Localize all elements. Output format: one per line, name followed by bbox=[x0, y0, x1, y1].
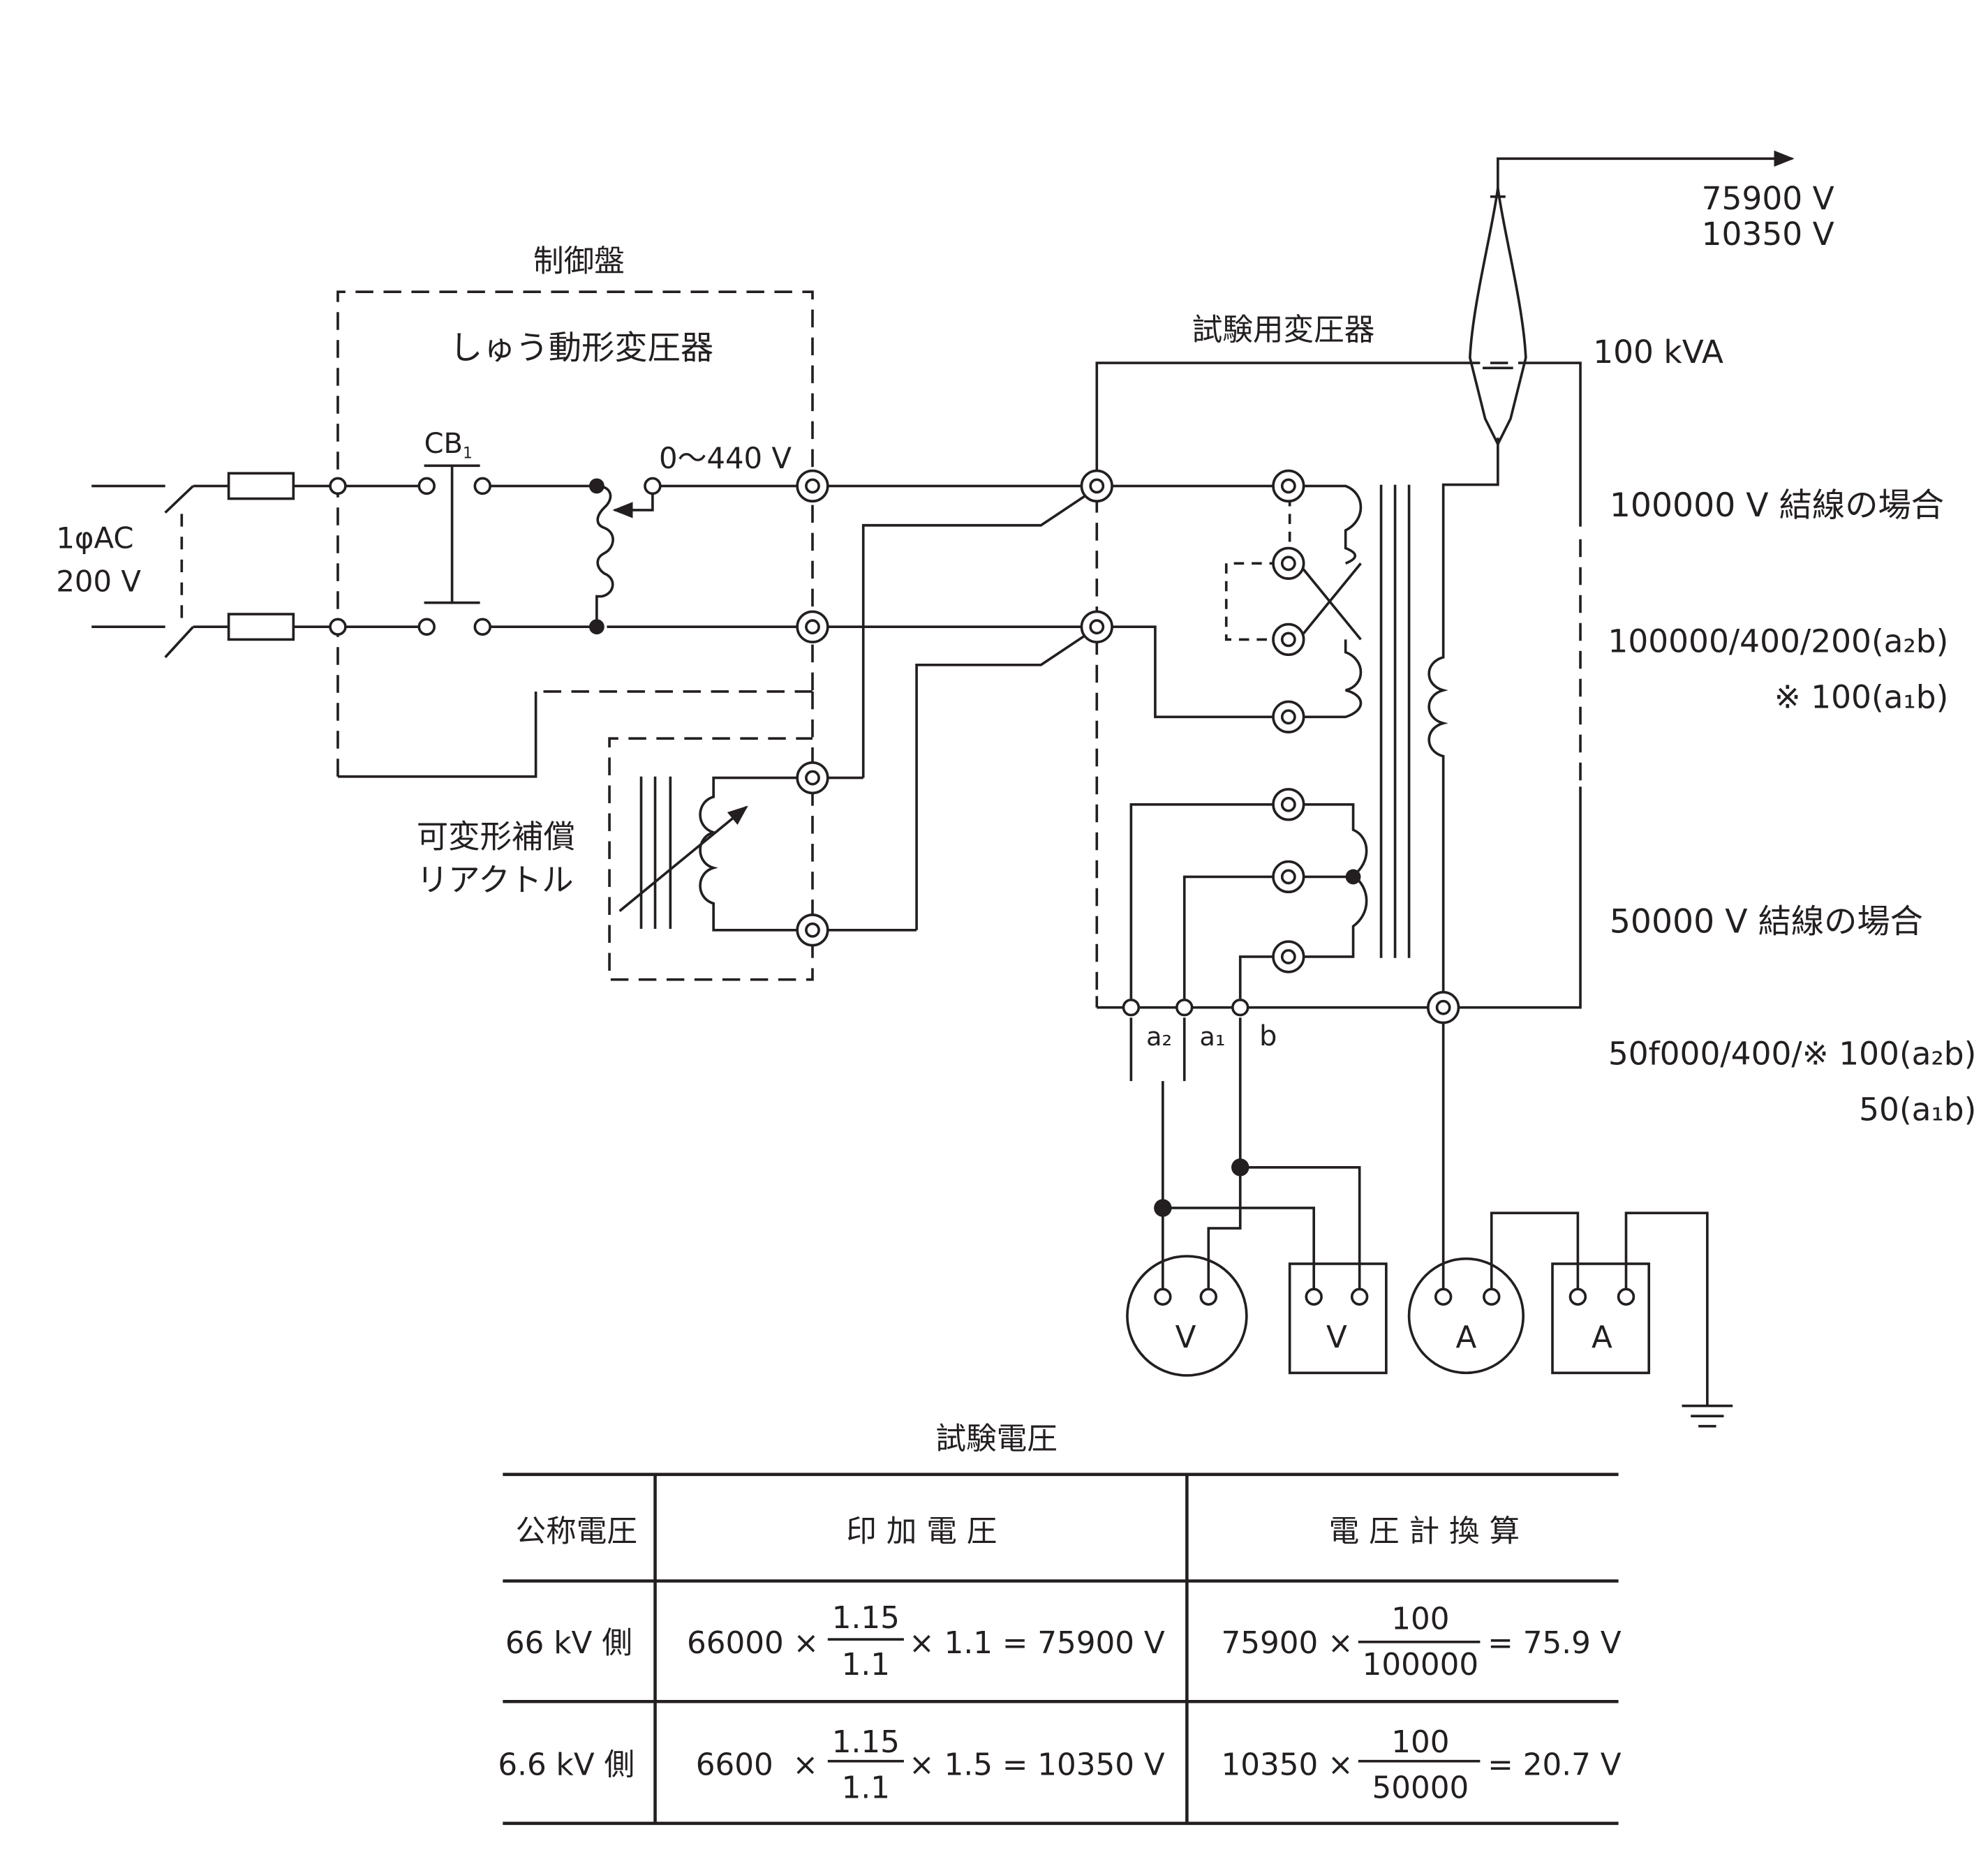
supply-label-2: 200 V bbox=[56, 564, 141, 598]
table-rules bbox=[503, 1472, 1619, 1826]
supply-switch bbox=[164, 485, 195, 659]
breaker-symbol bbox=[424, 464, 480, 604]
ratio-100k-2: ※ 100(a₁b) bbox=[1774, 679, 1949, 716]
table-header-applied: 印 加 電 圧 bbox=[846, 1514, 997, 1549]
row2-applied-den: 1.1 bbox=[842, 1770, 890, 1805]
junctions bbox=[588, 478, 1361, 1217]
ammeter-square bbox=[1551, 1262, 1651, 1375]
row2-meter-rest: = 20.7 V bbox=[1488, 1748, 1621, 1783]
fuse-bottom bbox=[227, 613, 295, 641]
output-voltage-2: 10350 V bbox=[1702, 216, 1834, 253]
connection-100k-label: 100000 V 結線の場合 bbox=[1610, 486, 1944, 525]
output-range-label: 0〜440 V bbox=[659, 441, 792, 475]
breaker-label: CB1 bbox=[424, 428, 473, 462]
primary-winding bbox=[1298, 639, 1363, 719]
regulator-label: しゅう動形変圧器 bbox=[450, 329, 713, 368]
row1-meter-rest: = 75.9 V bbox=[1488, 1626, 1621, 1661]
terminal-a1-label: a₁ bbox=[1200, 1022, 1226, 1052]
control-panel-label: 制御盤 bbox=[533, 244, 625, 279]
transformer-core bbox=[1379, 484, 1411, 958]
transformer-box bbox=[1095, 361, 1462, 485]
row1-meter-den: 100000 bbox=[1363, 1648, 1479, 1683]
voltmeter-square bbox=[1288, 1262, 1388, 1375]
row2-nominal: 6.6 kV 側 bbox=[498, 1748, 635, 1783]
hv-winding bbox=[1427, 438, 1499, 998]
supply-label-1: 1φAC bbox=[56, 521, 133, 555]
reactor-label-2: リアクトル bbox=[417, 861, 574, 898]
reactor-coil bbox=[699, 776, 803, 932]
row2-applied-num: 1.15 bbox=[832, 1725, 900, 1760]
hv-output-arrow bbox=[1497, 150, 1795, 188]
row2-applied-rest: × 1.5 = 10350 V bbox=[909, 1748, 1165, 1783]
row1-applied-base: 66000 × bbox=[687, 1626, 819, 1661]
ammeter-leads bbox=[1490, 1211, 1709, 1406]
terminal-b-label: b bbox=[1259, 1020, 1277, 1052]
ammeter-round bbox=[1407, 1257, 1525, 1375]
output-voltage-1: 75900 V bbox=[1702, 180, 1834, 217]
ratio-100k-1: 100000/400/200(a₂b) bbox=[1608, 623, 1948, 660]
reactor-core bbox=[639, 776, 672, 929]
reactor-leads bbox=[861, 493, 1088, 930]
voltmeter-round-label: V bbox=[1175, 1320, 1196, 1355]
ratio-50k-2: 50(a₁b) bbox=[1859, 1091, 1976, 1128]
table-header-meter: 電 圧 計 換 算 bbox=[1329, 1514, 1520, 1549]
row1-meter-num: 100 bbox=[1391, 1602, 1449, 1637]
ratio-50k-1: 50f000/400/※ 100(a₂b) bbox=[1608, 1036, 1976, 1073]
row1-applied-rest: × 1.1 = 75900 V bbox=[909, 1626, 1165, 1661]
bushing-terminals bbox=[796, 469, 1460, 1024]
row1-meter-base: 75900 × bbox=[1221, 1626, 1353, 1661]
ammeter-square-label: A bbox=[1592, 1320, 1612, 1355]
row1-nominal: 66 kV 側 bbox=[505, 1626, 632, 1661]
reactor-arrow bbox=[618, 805, 748, 912]
hv-bushing bbox=[1469, 187, 1527, 447]
wiring bbox=[91, 150, 1795, 1826]
regulator-coil bbox=[595, 484, 614, 627]
connection-50k-label: 50000 V 結線の場合 bbox=[1610, 902, 1923, 941]
voltmeter-round bbox=[1126, 1255, 1248, 1377]
ammeter-round-label: A bbox=[1455, 1320, 1476, 1355]
supply-lines bbox=[91, 484, 165, 629]
row1-applied-den: 1.1 bbox=[842, 1648, 890, 1683]
capacity-label: 100 kVA bbox=[1593, 334, 1723, 371]
table-title: 試験電圧 bbox=[935, 1422, 1058, 1456]
row2-meter-num: 100 bbox=[1391, 1725, 1449, 1760]
terminal-a2-label: a₂ bbox=[1146, 1022, 1172, 1052]
control-panel-bottom bbox=[337, 691, 537, 778]
table-header-nominal: 公称電圧 bbox=[516, 1514, 638, 1549]
row2-meter-base: 10350 × bbox=[1221, 1748, 1353, 1783]
voltmeter-square-label: V bbox=[1326, 1320, 1347, 1355]
test-transformer-label: 試験用変圧器 bbox=[1192, 313, 1375, 348]
row1-applied-num: 1.15 bbox=[832, 1601, 900, 1636]
row2-applied-base: 6600 × bbox=[696, 1748, 818, 1783]
row2-meter-den: 50000 bbox=[1372, 1770, 1469, 1805]
ground-symbol bbox=[1682, 1404, 1733, 1428]
regulator-slider bbox=[612, 492, 654, 519]
fuse-top bbox=[227, 472, 295, 500]
voltmeter-leads bbox=[1162, 1081, 1316, 1290]
terminals bbox=[329, 477, 1635, 1306]
reactor-label-1: 可変形補償 bbox=[417, 819, 575, 856]
